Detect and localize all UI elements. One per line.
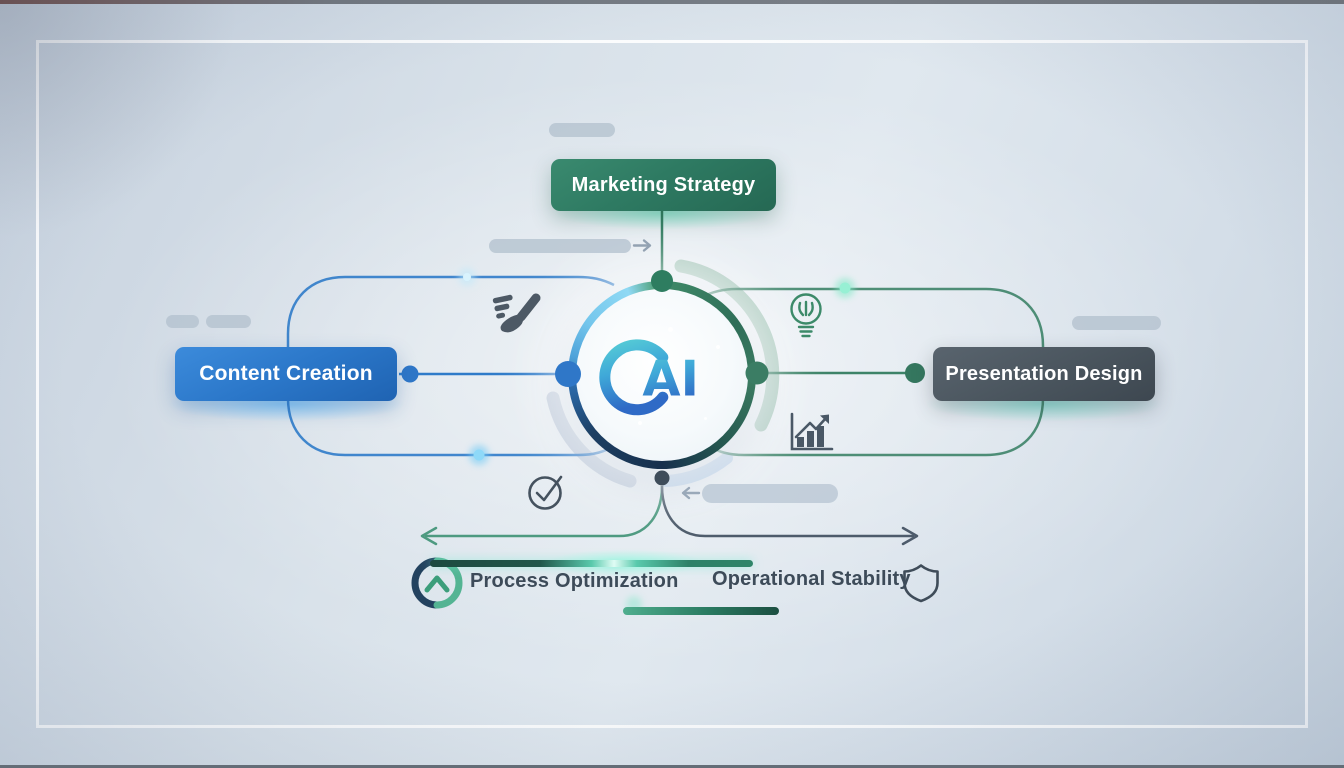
node-marketing-strategy[interactable]: Marketing Strategy — [551, 159, 776, 211]
label-process-optimization: Process Optimization — [470, 570, 679, 592]
dot-right-small — [905, 363, 925, 383]
node-label: Presentation Design — [945, 362, 1143, 385]
dot-left-small — [401, 365, 419, 383]
dot-right-large — [745, 361, 769, 385]
ai-hub: AI — [576, 289, 748, 461]
node-content-creation[interactable]: Content Creation — [175, 347, 397, 401]
node-presentation-design[interactable]: Presentation Design — [933, 347, 1155, 401]
logo-c-swoosh — [599, 339, 669, 416]
chevron-up-circle-icon — [411, 557, 463, 609]
arrow-right-icon — [632, 239, 652, 252]
bottom-arrow-right — [660, 485, 919, 546]
sparkle — [704, 417, 707, 420]
ai-hub-ring: AI — [568, 281, 756, 469]
top-edge-strip — [0, 0, 1344, 4]
shield-icon — [903, 564, 939, 603]
placeholder-pill — [489, 239, 631, 253]
decorative-frame — [36, 40, 1308, 728]
bottom-edge-strip — [0, 765, 1344, 768]
node-label: Content Creation — [199, 362, 373, 385]
progress-bar-main — [430, 560, 753, 567]
lightbulb-icon — [790, 293, 822, 338]
check-circle-icon — [528, 475, 563, 510]
placeholder-pill — [702, 484, 838, 503]
placeholder-pill — [549, 123, 615, 137]
paintbrush-icon — [492, 293, 541, 333]
sparkle — [638, 421, 642, 425]
progress-bar-sub — [623, 607, 779, 615]
bar-chart-growth-icon — [790, 412, 834, 451]
arrow-left-icon — [681, 486, 701, 500]
placeholder-pill — [206, 315, 251, 328]
placeholder-pill — [1072, 316, 1161, 330]
decor-arc-green — [674, 259, 780, 432]
dot-top — [651, 270, 673, 292]
sparkle — [668, 327, 673, 332]
decor-arc-blue — [660, 452, 733, 487]
dot-left-large — [555, 361, 581, 387]
dot-bottom — [654, 470, 670, 486]
sparkle — [716, 345, 720, 349]
node-label: Marketing Strategy — [571, 173, 756, 196]
decor-arc-slate — [546, 391, 637, 488]
label-operational-stability: Operational Stability — [712, 568, 911, 590]
ai-logo: AI — [599, 339, 699, 416]
logo-text: AI — [642, 349, 698, 407]
placeholder-pill — [166, 315, 199, 328]
